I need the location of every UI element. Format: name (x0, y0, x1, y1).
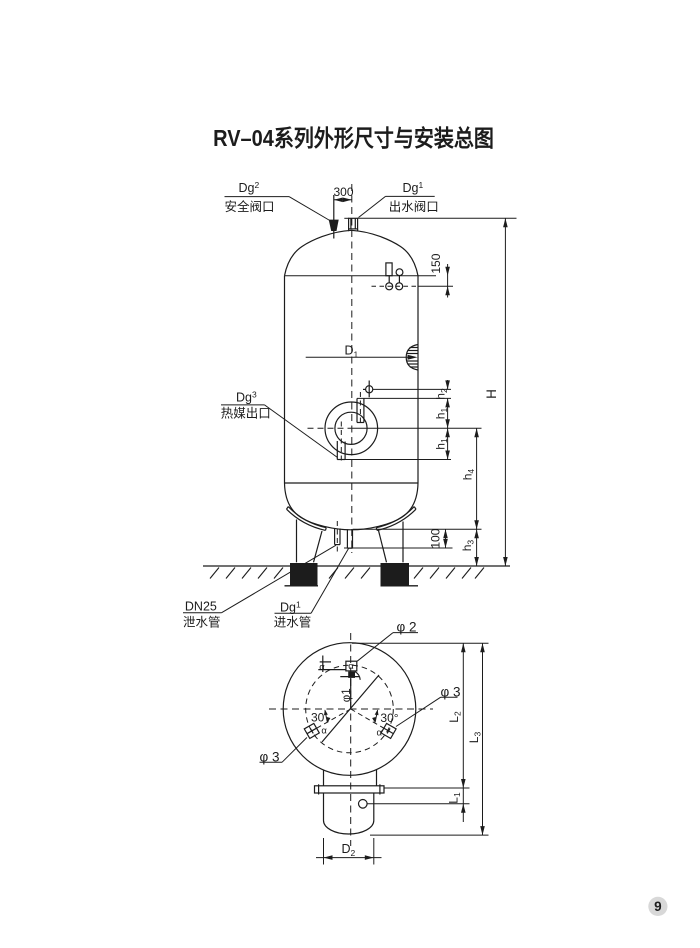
svg-text:D2: D2 (342, 842, 356, 858)
svg-text:Dg2: Dg2 (239, 180, 260, 195)
svg-text:150: 150 (429, 253, 443, 273)
svg-text:出水阀口: 出水阀口 (389, 200, 439, 214)
svg-text:热媒出口: 热媒出口 (221, 407, 271, 421)
svg-text:h1: h1 (434, 438, 450, 450)
svg-text:100: 100 (429, 528, 443, 548)
svg-text:Dg3: Dg3 (236, 390, 257, 405)
svg-text:h4: h4 (461, 469, 477, 481)
svg-text:9: 9 (654, 899, 662, 914)
svg-text:φ 2: φ 2 (397, 620, 417, 635)
svg-text:L1: L1 (446, 792, 462, 804)
svg-text:α: α (321, 726, 327, 737)
svg-text:h2: h2 (433, 388, 449, 400)
svg-text:φ 3: φ 3 (441, 685, 461, 700)
svg-text:D1: D1 (345, 344, 359, 360)
svg-text:30: 30 (311, 711, 325, 725)
svg-text:h1: h1 (434, 408, 450, 420)
svg-text:RV–04系列外形尺寸与安装总图: RV–04系列外形尺寸与安装总图 (213, 125, 494, 152)
svg-text:φ1: φ1 (341, 688, 353, 702)
svg-text:进水管: 进水管 (274, 615, 312, 630)
svg-text:H: H (484, 389, 499, 399)
svg-text:DN25: DN25 (185, 600, 217, 614)
svg-text:Dg1: Dg1 (403, 180, 424, 195)
svg-text:α: α (319, 662, 325, 673)
svg-text:α: α (348, 661, 354, 672)
svg-text:L3: L3 (467, 732, 483, 744)
svg-text:α: α (377, 728, 383, 739)
svg-text:φ 3: φ 3 (260, 749, 280, 764)
svg-text:h3: h3 (460, 540, 476, 552)
svg-text:30°: 30° (380, 711, 398, 725)
svg-text:泄水管: 泄水管 (183, 615, 221, 630)
svg-text:L2: L2 (447, 711, 463, 723)
svg-text:Dg1: Dg1 (280, 600, 301, 615)
svg-text:安全阀口: 安全阀口 (225, 199, 275, 214)
svg-text:300: 300 (334, 185, 354, 199)
